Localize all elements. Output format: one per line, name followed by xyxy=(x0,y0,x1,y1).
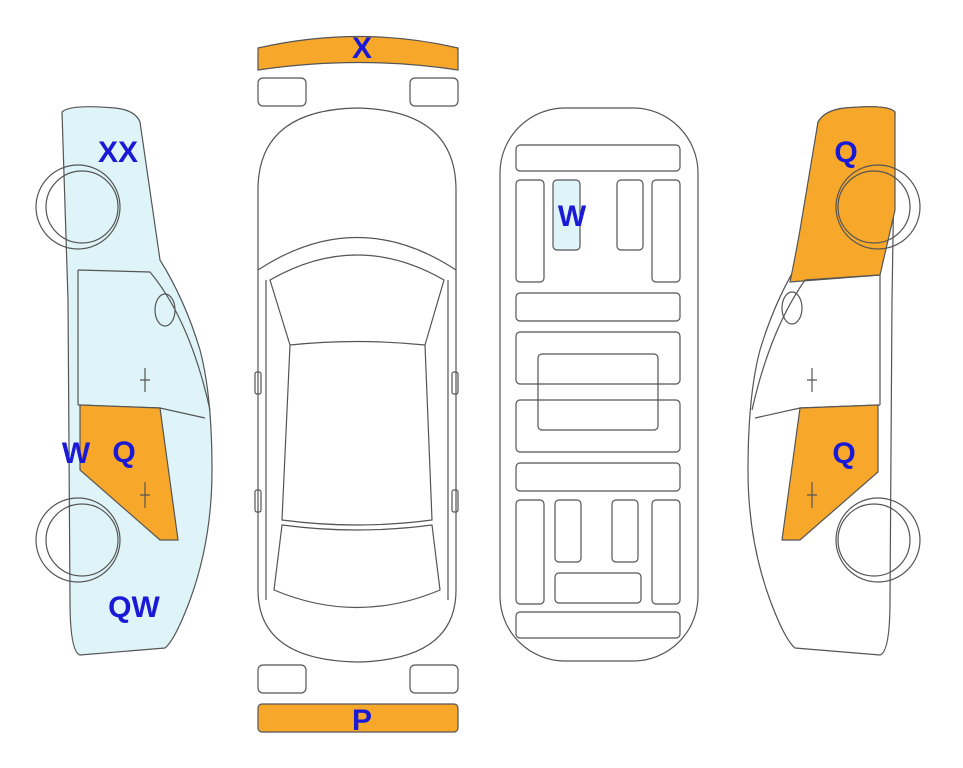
ub-left-rail-front xyxy=(515,179,545,283)
hood-line xyxy=(257,237,457,271)
front-bumper-label: X xyxy=(352,32,372,65)
windshield xyxy=(269,254,445,346)
ub-right-rail-rear xyxy=(651,499,681,605)
roof xyxy=(281,344,433,526)
top-view-car: X P xyxy=(254,32,459,737)
front-left-block xyxy=(257,77,307,107)
right-front-door-panel[interactable] xyxy=(781,404,879,541)
rear-window xyxy=(273,524,441,609)
left-rocker-label: W xyxy=(62,437,91,470)
ub-rear-block-1 xyxy=(554,499,582,563)
left-handle-2 xyxy=(140,482,150,508)
left-front-hub xyxy=(45,170,119,244)
ub-center-panel xyxy=(537,353,659,431)
left-handle-1 xyxy=(140,368,150,392)
left-front-fender-label: XX xyxy=(98,136,138,169)
rear-bumper-label: P xyxy=(352,704,372,737)
right-front-hub xyxy=(837,170,911,244)
ub-right-rail-front xyxy=(651,179,681,283)
right-rear-hub xyxy=(837,503,911,577)
right-front-wheel xyxy=(835,164,921,250)
underbody-view: W xyxy=(499,107,699,662)
right-mirror xyxy=(451,371,459,395)
left-rear-wheel xyxy=(35,497,121,583)
left-window-line xyxy=(77,269,211,411)
ub-mid-block xyxy=(616,179,644,251)
front-bumper-panel[interactable] xyxy=(257,35,459,71)
left-rear-handle xyxy=(254,489,262,513)
top-body-outline xyxy=(257,107,457,663)
underbody-panel[interactable] xyxy=(552,179,581,251)
right-side-view: Q Q xyxy=(747,106,921,656)
right-window-line xyxy=(751,274,881,411)
left-front-door-panel[interactable] xyxy=(79,404,179,541)
ub-left-rail-rear xyxy=(515,499,545,605)
right-front-fender-panel[interactable] xyxy=(789,106,896,283)
ub-rear-block-2 xyxy=(611,499,639,563)
ub-crossbar-2 xyxy=(515,462,681,492)
left-rear-hub xyxy=(45,503,119,577)
left-rocker-panel[interactable] xyxy=(61,106,213,656)
underbody-panel-label: W xyxy=(558,200,587,233)
right-handle-2 xyxy=(807,482,817,508)
right-mirror-side xyxy=(781,291,803,325)
ub-left-frame-mid xyxy=(515,331,681,385)
left-front-wheel xyxy=(35,164,121,250)
right-handle-1 xyxy=(807,368,817,392)
ub-top-bar xyxy=(515,144,681,172)
right-rear-handle xyxy=(451,489,459,513)
left-mirror xyxy=(254,371,262,395)
ub-left-frame-mid2 xyxy=(515,399,681,453)
right-front-door-label: Q xyxy=(832,437,855,470)
left-mirror-side xyxy=(154,293,176,327)
left-front-door-label: Q xyxy=(112,436,135,469)
front-right-block xyxy=(409,77,459,107)
right-rear-wheel xyxy=(835,497,921,583)
rear-left-block xyxy=(257,664,307,694)
ub-bottom-bar xyxy=(515,611,681,639)
ub-crossbar-1 xyxy=(515,292,681,322)
underbody-outline xyxy=(499,107,699,662)
ub-rear-bar xyxy=(554,572,642,604)
left-side-view: XX W Q QW xyxy=(35,106,213,656)
left-rear-quarter-label: QW xyxy=(108,591,160,624)
rear-bumper-panel[interactable] xyxy=(257,703,459,733)
right-front-fender-label: Q xyxy=(834,136,857,169)
rear-right-block xyxy=(409,664,459,694)
